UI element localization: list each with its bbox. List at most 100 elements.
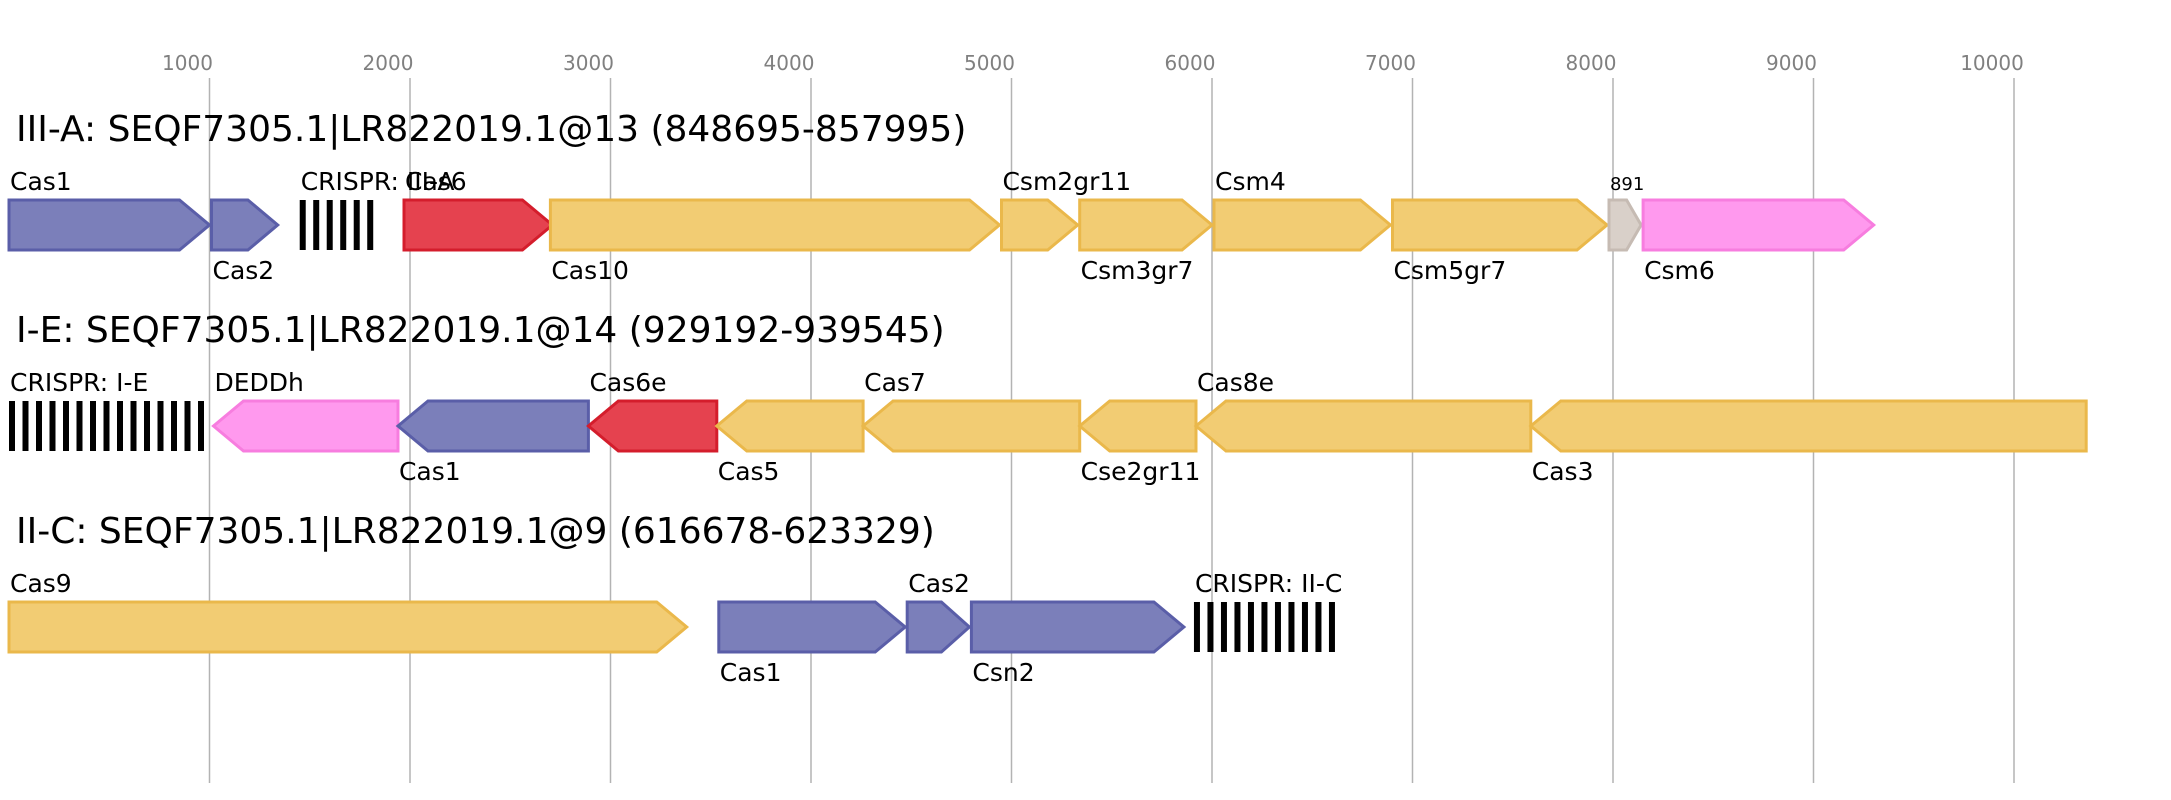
crispr-array xyxy=(299,200,374,250)
gene-arrow xyxy=(1528,399,2088,453)
gene-arrow xyxy=(860,399,1082,453)
crispr-repeat xyxy=(1328,602,1335,652)
crispr-repeat xyxy=(1315,602,1322,652)
gene-arrow xyxy=(717,600,908,654)
crispr-label: CRISPR: I-E xyxy=(10,368,148,397)
gene-arrow xyxy=(1391,198,1610,252)
crispr-repeat xyxy=(1288,602,1295,652)
gene-arrow xyxy=(1077,399,1198,453)
gene-label: Cas2 xyxy=(213,256,275,285)
gene-arrow xyxy=(714,399,865,453)
gene-arrow xyxy=(402,198,555,252)
gene-arrow xyxy=(1193,399,1533,453)
gene-label: Csm4 xyxy=(1215,167,1286,196)
axis-tick-label: 6000 xyxy=(1165,51,1216,75)
crispr-repeat xyxy=(299,200,306,250)
axis-tick-label: 10000 xyxy=(1960,51,2024,75)
gene-label: Cas3 xyxy=(1532,457,1594,486)
gene-label: Cas6 xyxy=(405,167,467,196)
gene-label: Cas1 xyxy=(720,658,782,687)
axis-tick-label: 3000 xyxy=(563,51,614,75)
gene-label: Csm6 xyxy=(1644,256,1715,285)
axis-tick-label: 1000 xyxy=(162,51,213,75)
gene-arrow xyxy=(7,198,212,252)
crispr-repeat xyxy=(49,401,56,451)
crispr-repeat xyxy=(1234,602,1241,652)
axis-tick-label: 5000 xyxy=(964,51,1015,75)
gene-label: Cas10 xyxy=(551,256,629,285)
crispr-repeat xyxy=(22,401,29,451)
gene-label: Csm2gr11 xyxy=(1002,167,1131,196)
tracks: III-A: SEQF7305.1|LR822019.1@13 (848695-… xyxy=(7,109,2088,687)
crispr-repeat xyxy=(1247,602,1254,652)
crispr-repeat xyxy=(36,401,42,451)
crispr-repeat xyxy=(157,401,164,451)
crispr-repeat xyxy=(367,200,374,250)
gene-arrow xyxy=(969,600,1187,654)
gene-label: DEDDh xyxy=(215,368,304,397)
gene-label: Cas8e xyxy=(1197,368,1274,397)
crispr-repeat xyxy=(144,401,150,451)
gene-arrow xyxy=(211,399,400,453)
gene-arrow xyxy=(905,600,972,654)
gene-label: Cas9 xyxy=(10,569,72,598)
gene-arrow xyxy=(395,399,590,453)
gene-arrow xyxy=(1000,198,1081,252)
crispr-array xyxy=(1193,602,1335,652)
axis-tick-label: 2000 xyxy=(363,51,414,75)
gene-label: Cas1 xyxy=(10,167,72,196)
gene-arrow xyxy=(1607,198,1643,252)
crispr-repeat xyxy=(90,401,96,451)
gene-label: 891 xyxy=(1610,174,1644,195)
axis-tick-label: 9000 xyxy=(1766,51,1817,75)
crispr-repeat xyxy=(1207,602,1214,652)
gene-arrow xyxy=(1212,198,1393,252)
axis-tick-label: 8000 xyxy=(1566,51,1617,75)
crispr-repeat xyxy=(198,401,204,451)
gene-arrow xyxy=(7,600,690,654)
crispr-repeat xyxy=(340,200,347,250)
crispr-repeat xyxy=(130,401,137,451)
crispr-repeat xyxy=(103,401,110,451)
gene-arrow xyxy=(586,399,719,453)
axis-tick-label: 7000 xyxy=(1365,51,1416,75)
gene-arrow xyxy=(210,198,281,252)
crispr-repeat xyxy=(1261,602,1268,652)
gene-label: Cas1 xyxy=(399,457,461,486)
track-title: III-A: SEQF7305.1|LR822019.1@13 (848695-… xyxy=(16,109,966,150)
gene-label: Cas5 xyxy=(718,457,780,486)
crispr-repeat xyxy=(76,401,83,451)
crispr-repeat xyxy=(171,401,177,451)
gene-arrow xyxy=(548,198,1002,252)
crispr-repeat xyxy=(353,200,360,250)
crispr-repeat xyxy=(63,401,69,451)
track: I-E: SEQF7305.1|LR822019.1@14 (929192-93… xyxy=(9,310,2088,486)
gene-label: Csm3gr7 xyxy=(1081,256,1194,285)
crispr-repeat xyxy=(1301,602,1308,652)
gene-label: Cas7 xyxy=(864,368,926,397)
gene-label: Cas2 xyxy=(908,569,970,598)
track-title: I-E: SEQF7305.1|LR822019.1@14 (929192-93… xyxy=(16,310,945,351)
crispr-repeat xyxy=(326,200,333,250)
gene-label: Cas6e xyxy=(589,368,666,397)
crispr-repeat xyxy=(1220,602,1227,652)
crispr-label: CRISPR: III-A xyxy=(301,167,455,196)
gene-label: Csn2 xyxy=(972,658,1034,687)
gene-arrow xyxy=(1641,198,1877,252)
crispr-repeat xyxy=(9,401,15,451)
crispr-repeat xyxy=(184,401,191,451)
crispr-repeat xyxy=(117,401,123,451)
track: III-A: SEQF7305.1|LR822019.1@13 (848695-… xyxy=(7,109,1877,285)
gene-label: Cse2gr11 xyxy=(1081,457,1201,486)
crispr-array xyxy=(9,401,204,451)
crispr-label: CRISPR: II-C xyxy=(1195,569,1342,598)
crispr-repeat xyxy=(1274,602,1281,652)
track: II-C: SEQF7305.1|LR822019.1@9 (616678-62… xyxy=(7,511,1342,687)
crispr-repeat xyxy=(313,200,320,250)
track-title: II-C: SEQF7305.1|LR822019.1@9 (616678-62… xyxy=(16,511,935,552)
gene-label: Csm5gr7 xyxy=(1393,256,1506,285)
crispr-repeat xyxy=(1193,602,1200,652)
axis-tick-label: 4000 xyxy=(764,51,815,75)
gene-arrow xyxy=(1078,198,1215,252)
